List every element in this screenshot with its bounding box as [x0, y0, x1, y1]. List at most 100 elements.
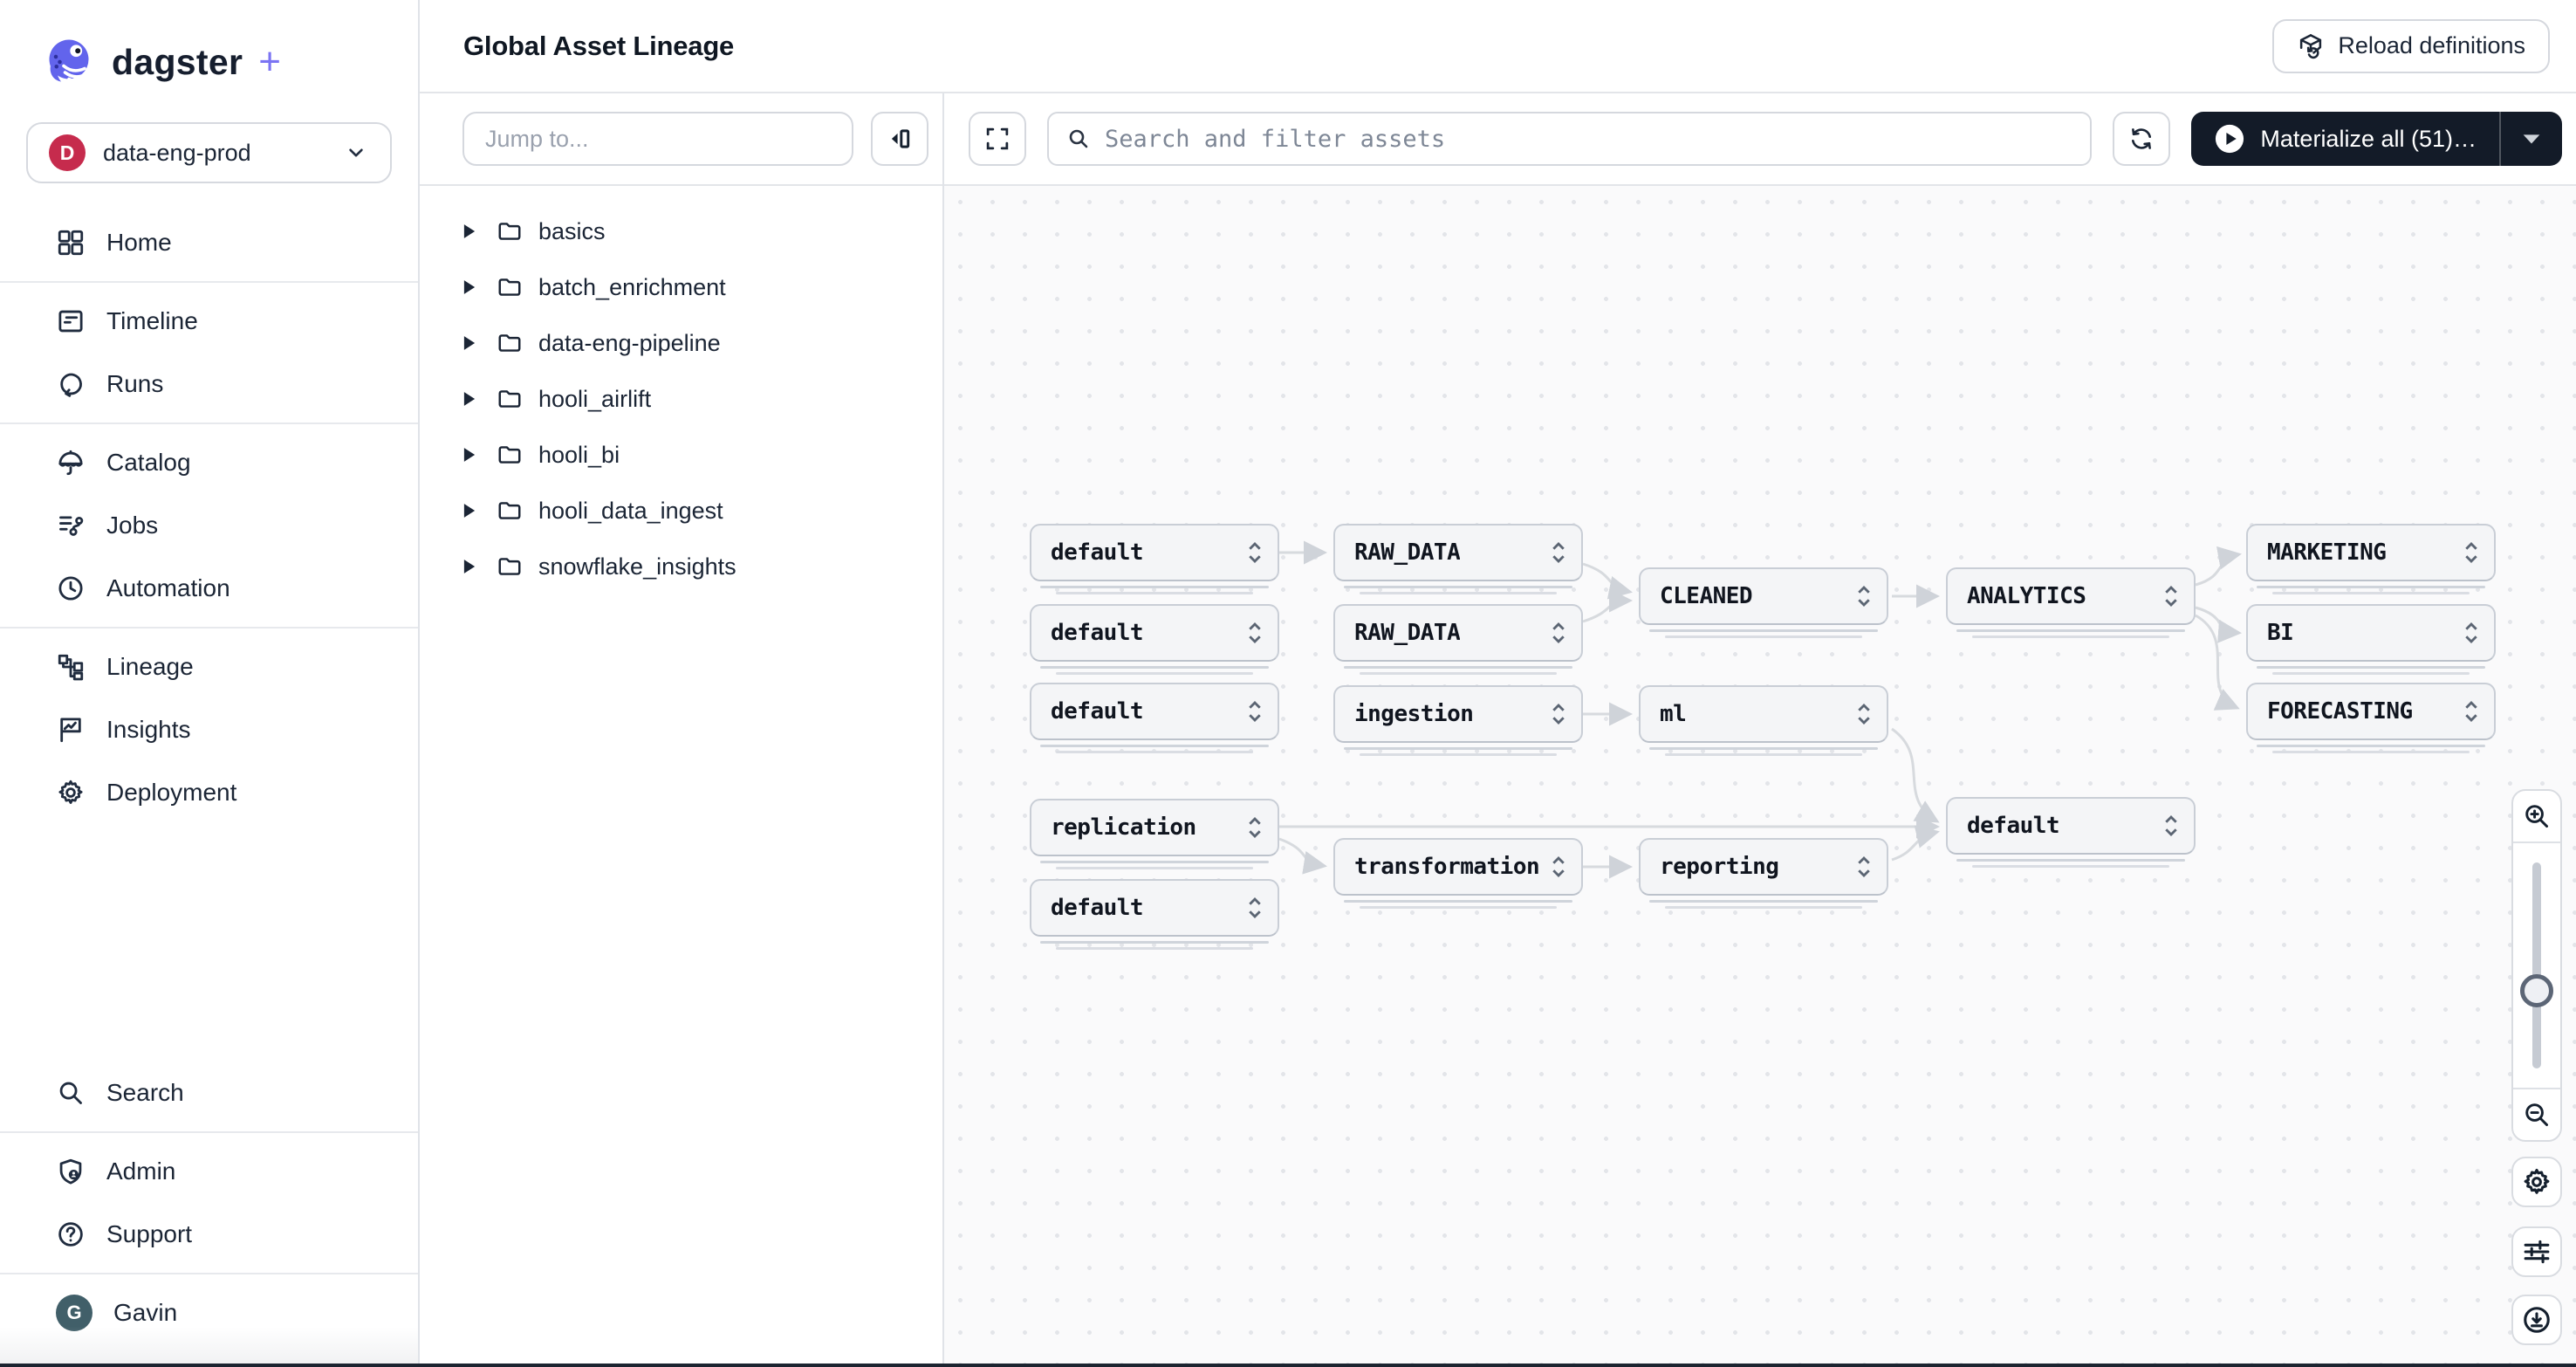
- tree-item-label: data-eng-pipeline: [538, 329, 721, 356]
- sidebar-item-jobs[interactable]: Jobs: [0, 494, 418, 557]
- graph-settings-button[interactable]: [2511, 1157, 2562, 1207]
- graph-filters-button[interactable]: [2511, 1226, 2562, 1277]
- unfold-icon[interactable]: [1246, 620, 1264, 646]
- zoom-slider-track[interactable]: [2532, 862, 2541, 1068]
- sidebar-item-timeline[interactable]: Timeline: [0, 290, 418, 353]
- sidebar-item-lineage[interactable]: Lineage: [0, 635, 418, 698]
- asset-group-node[interactable]: default: [1030, 524, 1279, 594]
- unfold-icon[interactable]: [1550, 854, 1567, 880]
- asset-group-node[interactable]: transformation: [1333, 838, 1583, 909]
- unfold-icon[interactable]: [1855, 583, 1873, 609]
- catalog-icon: [56, 448, 86, 477]
- shield-admin-icon: [56, 1157, 86, 1186]
- timeline-icon: [56, 306, 86, 336]
- asset-search-input[interactable]: [1105, 125, 2073, 153]
- sidebar-item-admin[interactable]: Admin: [0, 1140, 418, 1203]
- asset-group-node[interactable]: default: [1030, 604, 1279, 675]
- asset-group-node[interactable]: ml: [1639, 685, 1888, 756]
- reload-definitions-button[interactable]: Reload definitions: [2272, 18, 2550, 73]
- asset-group-node[interactable]: CLEANED: [1639, 567, 1888, 638]
- sidebar-item-catalog[interactable]: Catalog: [0, 431, 418, 494]
- sidebar-item-home[interactable]: Home: [0, 211, 418, 274]
- sidebar-item-insights[interactable]: Insights: [0, 698, 418, 761]
- zoom-slider-thumb[interactable]: [2520, 974, 2553, 1007]
- content: basics batch_enrichment data-eng-pipelin…: [420, 93, 2576, 1367]
- asset-group-node[interactable]: RAW_DATA: [1333, 604, 1583, 675]
- unfold-icon[interactable]: [1855, 854, 1873, 880]
- zoom-control: [2511, 789, 2562, 1142]
- sidebar-item-automation[interactable]: Automation: [0, 557, 418, 620]
- tree-item-snowflake-insights[interactable]: snowflake_insights: [420, 539, 942, 594]
- materialize-all-main[interactable]: Materialize all (51)…: [2191, 112, 2499, 166]
- asset-group-node[interactable]: default: [1030, 879, 1279, 950]
- zoom-in-button[interactable]: [2513, 791, 2560, 841]
- unfold-icon[interactable]: [2463, 698, 2480, 725]
- unfold-icon[interactable]: [1246, 539, 1264, 566]
- unfold-icon[interactable]: [1246, 814, 1264, 841]
- caret-right-icon[interactable]: [463, 279, 476, 295]
- asset-group-node[interactable]: default: [1030, 683, 1279, 753]
- user-menu[interactable]: G Gavin: [0, 1281, 418, 1344]
- sidebar-item-search[interactable]: Search: [0, 1061, 418, 1124]
- asset-group-node[interactable]: MARKETING: [2246, 524, 2496, 594]
- refresh-button[interactable]: [2113, 112, 2171, 166]
- asset-search-box[interactable]: [1047, 112, 2093, 166]
- sidebar-item-deployment[interactable]: Deployment: [0, 761, 418, 824]
- tree-toolbar: [420, 93, 942, 186]
- tree-item-hooli-bi[interactable]: hooli_bi: [420, 427, 942, 483]
- unfold-icon[interactable]: [2463, 539, 2480, 566]
- download-graph-button[interactable]: [2511, 1295, 2562, 1345]
- tree-item-basics[interactable]: basics: [420, 203, 942, 259]
- tree-item-data-eng-pipeline[interactable]: data-eng-pipeline: [420, 315, 942, 371]
- caret-right-icon[interactable]: [463, 503, 476, 519]
- asset-group-node[interactable]: ANALYTICS: [1946, 567, 2196, 638]
- unfold-icon[interactable]: [2162, 583, 2180, 609]
- jump-to-input[interactable]: [462, 112, 853, 166]
- tree-item-batch-enrichment[interactable]: batch_enrichment: [420, 259, 942, 315]
- unfold-icon[interactable]: [1246, 895, 1264, 921]
- sidebar-item-label: Deployment: [106, 779, 237, 806]
- tree-item-hooli-data-ingest[interactable]: hooli_data_ingest: [420, 483, 942, 539]
- asset-group-node[interactable]: FORECASTING: [2246, 683, 2496, 753]
- asset-group-node[interactable]: replication: [1030, 799, 1279, 869]
- folder-icon: [497, 498, 523, 524]
- zoom-slider[interactable]: [2513, 843, 2560, 1088]
- asset-group-node[interactable]: ingestion: [1333, 685, 1583, 756]
- caret-right-icon[interactable]: [463, 559, 476, 574]
- reload-cube-icon: [2297, 32, 2325, 60]
- tree-item-hooli-airlift[interactable]: hooli_airlift: [420, 371, 942, 427]
- node-label: BI: [2267, 620, 2294, 646]
- asset-group-node[interactable]: BI: [2246, 604, 2496, 675]
- asset-tree-panel: basics batch_enrichment data-eng-pipelin…: [420, 93, 944, 1367]
- unfold-icon[interactable]: [1550, 620, 1567, 646]
- unfold-icon[interactable]: [2162, 813, 2180, 839]
- window-bottom-edge: [0, 1364, 2576, 1367]
- asset-group-node[interactable]: RAW_DATA: [1333, 524, 1583, 594]
- fullscreen-icon: [983, 125, 1011, 153]
- fullscreen-button[interactable]: [969, 112, 1026, 166]
- deployment-switcher[interactable]: D data-eng-prod: [26, 122, 392, 183]
- asset-group-node[interactable]: default: [1946, 797, 2196, 868]
- unfold-icon[interactable]: [1246, 698, 1264, 725]
- materialize-all-button[interactable]: Materialize all (51)…: [2191, 112, 2562, 166]
- caret-right-icon[interactable]: [463, 391, 476, 407]
- caret-right-icon[interactable]: [463, 223, 476, 239]
- node-label: default: [1967, 813, 2060, 839]
- sidebar-item-runs[interactable]: Runs: [0, 353, 418, 416]
- lineage-canvas[interactable]: default RAW_DATA MARKETING CLEANED ANALY…: [944, 186, 2576, 1367]
- caret-right-icon[interactable]: [463, 447, 476, 463]
- sidebar-item-support[interactable]: Support: [0, 1203, 418, 1266]
- caret-right-icon[interactable]: [463, 335, 476, 351]
- zoom-out-button[interactable]: [2513, 1089, 2560, 1140]
- unfold-icon[interactable]: [1855, 701, 1873, 727]
- materialize-options-button[interactable]: [2501, 112, 2562, 166]
- divider: [0, 1131, 418, 1133]
- unfold-icon[interactable]: [1550, 701, 1567, 727]
- asset-group-node[interactable]: reporting: [1639, 838, 1888, 909]
- divider: [2513, 841, 2560, 843]
- play-circle-icon: [2214, 123, 2245, 155]
- node-label: ANALYTICS: [1967, 583, 2086, 609]
- unfold-icon[interactable]: [1550, 539, 1567, 566]
- unfold-icon[interactable]: [2463, 620, 2480, 646]
- collapse-panel-button[interactable]: [871, 112, 928, 166]
